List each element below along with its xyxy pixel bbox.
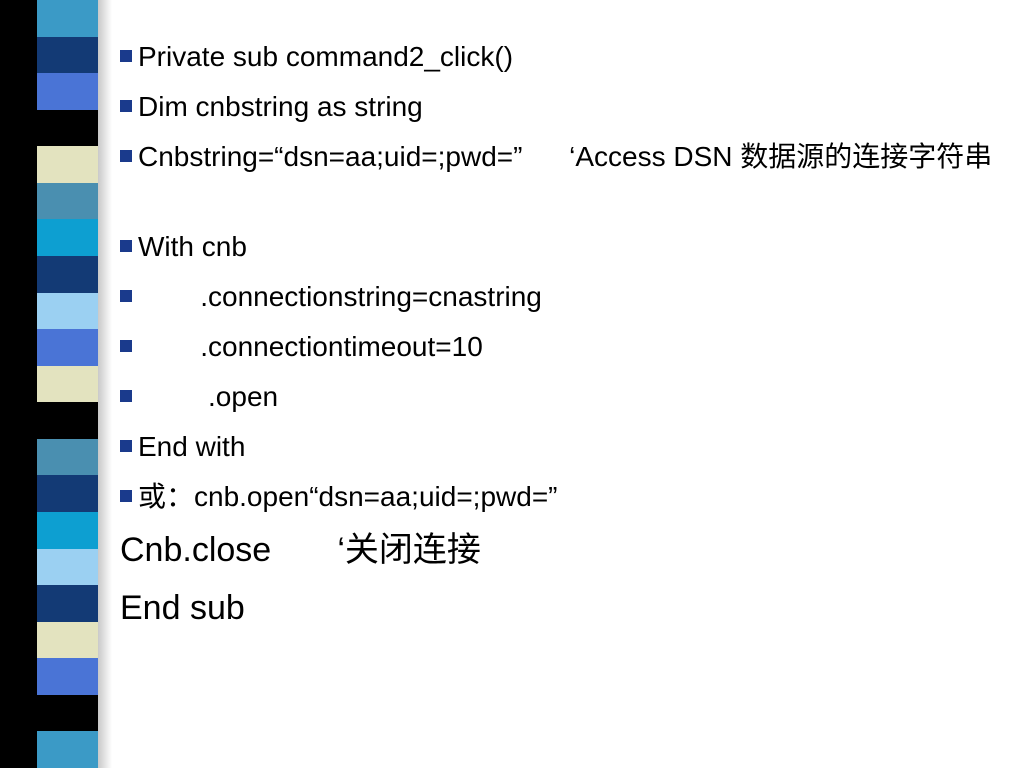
bullet-square-icon (120, 490, 132, 502)
bullet-square-icon (120, 290, 132, 302)
code-line-dim: Dim cnbstring as string (120, 90, 1000, 140)
stripe-band (37, 658, 98, 696)
code-line-end-with: End with (120, 430, 1000, 480)
stripe-shadow (98, 0, 112, 768)
code-text: 或：cnb.open“dsn=aa;uid=;pwd=” (138, 481, 558, 512)
code-text: Dim cnbstring as string (138, 91, 423, 122)
code-text: Cnbstring=“dsn=aa;uid=;pwd=” ‘Access DSN… (138, 141, 993, 172)
stripe-band (37, 0, 98, 38)
stripe-band (37, 438, 98, 477)
code-text: With cnb (138, 231, 247, 262)
stripe-band (37, 585, 98, 623)
code-text: .connectionstring=cnastring (138, 281, 542, 312)
stripe-band (37, 329, 98, 367)
bullet-square-icon (120, 440, 132, 452)
stripe-band (37, 292, 98, 331)
stripe-band (37, 109, 98, 148)
code-text: End with (138, 431, 246, 462)
code-line-with: With cnb (120, 230, 1000, 280)
bullet-square-icon (120, 240, 132, 252)
bullet-square-icon (120, 100, 132, 112)
stripe-band (37, 402, 98, 440)
bullet-square-icon (120, 390, 132, 402)
stripe-band (37, 146, 98, 184)
stripe-band (37, 475, 98, 513)
code-text: Private sub command2_click() (138, 41, 514, 72)
stripe-band (37, 548, 98, 587)
code-line-connectionstring: .connectionstring=cnastring (120, 280, 1000, 330)
code-line-open: .open (120, 380, 1000, 430)
code-text: .connectiontimeout=10 (138, 331, 483, 362)
code-text: .open (138, 381, 279, 412)
left-decorative-stripe (0, 0, 112, 768)
stripe-band (37, 256, 98, 294)
stripe-band (37, 694, 98, 733)
code-line-end-sub: End sub (120, 589, 245, 627)
stripe-dark-edge (0, 0, 37, 768)
stripe-color-bands (37, 0, 98, 768)
code-line-cnbstring: Cnbstring=“dsn=aa;uid=;pwd=” ‘Access DSN… (120, 140, 1000, 230)
stripe-band (37, 36, 98, 75)
stripe-band (37, 621, 98, 660)
stripe-band (37, 73, 98, 111)
stripe-band (37, 512, 98, 550)
stripe-band (37, 182, 98, 221)
bullet-square-icon (120, 150, 132, 162)
code-line-connectiontimeout: .connectiontimeout=10 (120, 330, 1000, 380)
stripe-band (37, 731, 98, 768)
code-line-close: Cnb.close ‘关闭连接 (120, 531, 481, 569)
stripe-band (37, 365, 98, 404)
bullet-square-icon (120, 340, 132, 352)
bullet-square-icon (120, 50, 132, 62)
stripe-band (37, 219, 98, 257)
slide-content: Private sub command2_click() Dim cnbstri… (120, 40, 1000, 646)
code-line-private-sub: Private sub command2_click() (120, 40, 1000, 90)
code-line-alternative-open: 或：cnb.open“dsn=aa;uid=;pwd=” (120, 480, 1000, 530)
